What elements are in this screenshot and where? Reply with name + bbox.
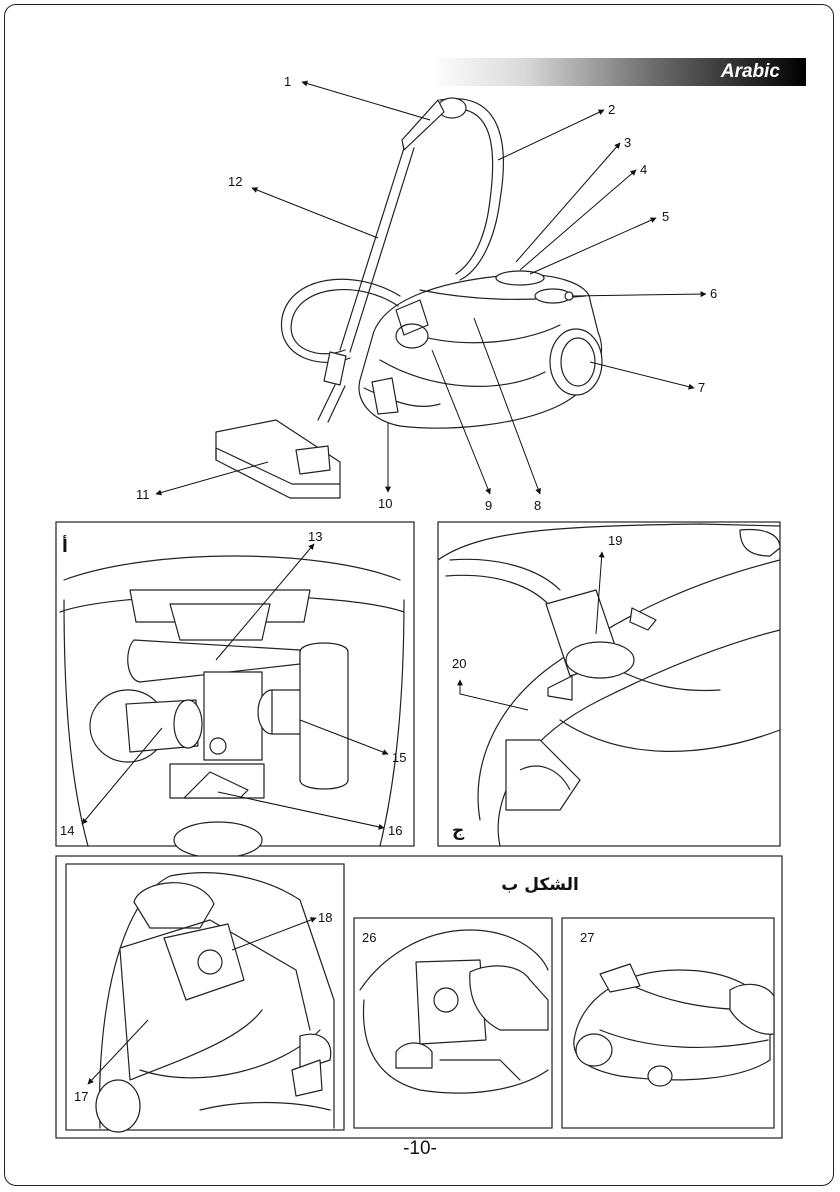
callout-16: 16 [388, 823, 402, 838]
panel-a-label: أ [62, 535, 68, 557]
callout-11: 11 [136, 487, 150, 502]
callout-13: 13 [308, 529, 322, 544]
callout-3: 3 [624, 135, 631, 150]
callout-27: 27 [580, 930, 594, 945]
callout-15: 15 [392, 750, 406, 765]
callout-19: 19 [608, 533, 622, 548]
callout-6: 6 [710, 286, 717, 301]
callout-17: 17 [74, 1089, 88, 1104]
vacuum-cleaner-drawing [216, 98, 602, 498]
panel-c-label: ج [452, 821, 465, 841]
callout-2: 2 [608, 102, 615, 117]
callout-18: 18 [318, 910, 332, 925]
page-number: -10- [0, 1138, 840, 1160]
panel-b-title: الشكل ب [501, 875, 579, 895]
callout-5: 5 [662, 209, 669, 224]
callout-12: 12 [228, 174, 242, 189]
callout-26: 26 [362, 930, 376, 945]
callout-4: 4 [640, 162, 647, 177]
callout-10: 10 [378, 496, 392, 511]
callout-7: 7 [698, 380, 705, 395]
callout-20: 20 [452, 656, 466, 671]
callout-9: 9 [485, 498, 492, 513]
callout-1: 1 [284, 74, 291, 89]
panel-c-frame [438, 522, 780, 846]
callout-8: 8 [534, 498, 541, 513]
callout-14: 14 [60, 823, 74, 838]
